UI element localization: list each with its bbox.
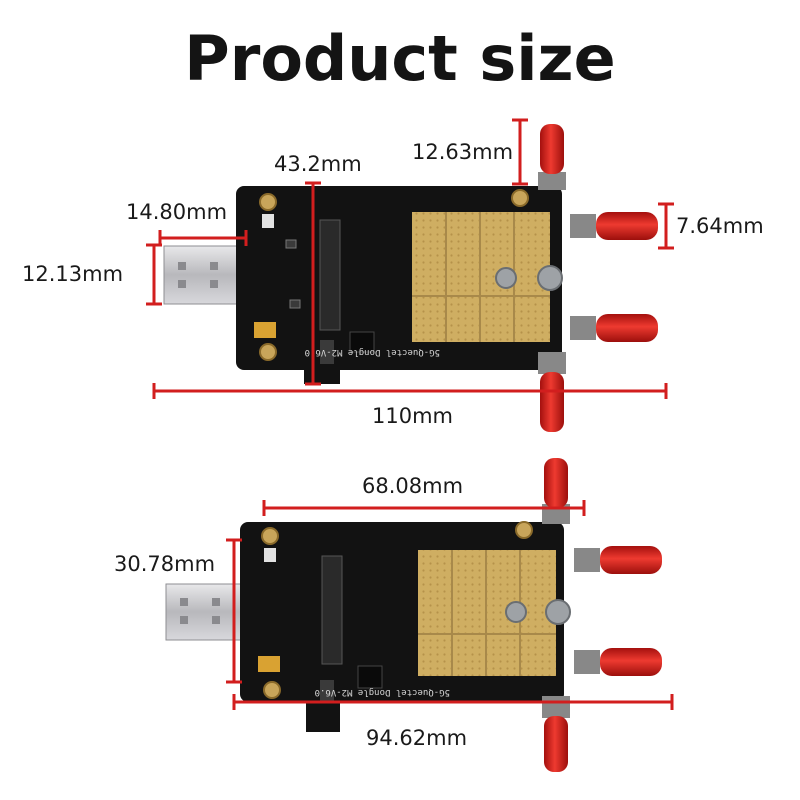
board-silkscreen-bottom: 5G-Quectel Dongle M2-V6.0: [315, 687, 450, 697]
antenna-bottom-vertical: [542, 458, 570, 524]
page-title: Product size: [184, 22, 616, 95]
label-usb-length: 14.80mm: [126, 200, 228, 224]
usb-plug-top: [163, 245, 248, 305]
label-antenna-height: 12.63mm: [412, 140, 514, 164]
label-total-length: 110mm: [372, 404, 453, 428]
dimension-lines: [146, 118, 674, 710]
antenna-right-upper: [570, 212, 658, 240]
antenna-bottom-vertical-lower: [542, 696, 570, 772]
label-height-top: 43.2mm: [274, 152, 362, 176]
antenna-top-vertical: [538, 124, 566, 190]
pcb-bottom: [240, 521, 571, 732]
label-usb-width: 12.13mm: [22, 262, 124, 286]
usb-plug-bottom: [165, 583, 252, 641]
board-silkscreen-top: 5G-Quectel Dongle M2-V6.0: [305, 347, 440, 357]
pcb-top: [236, 186, 563, 384]
label-length-bottom: 94.62mm: [366, 726, 468, 750]
label-antenna-width: 7.64mm: [676, 214, 764, 238]
antenna-right-lower: [570, 314, 658, 342]
antenna-bottom-right-lower: [574, 648, 662, 676]
label-height-bottom: 30.78mm: [114, 552, 216, 576]
antenna-bottom-right-upper: [574, 546, 662, 574]
label-board-length: 68.08mm: [362, 474, 464, 498]
antenna-top-vertical-bottom: [538, 352, 566, 432]
